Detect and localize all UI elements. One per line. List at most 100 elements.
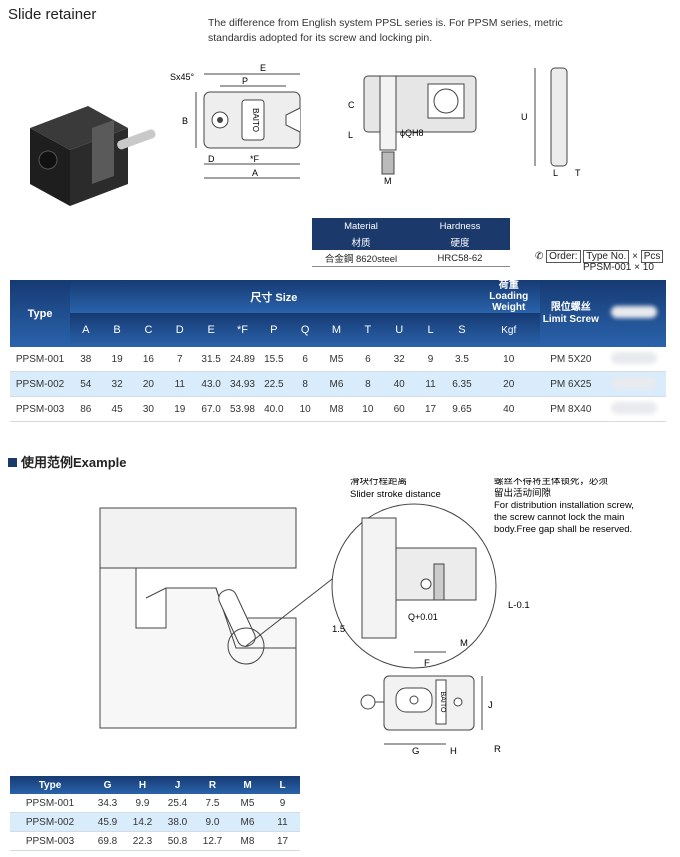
value-cell: 43.0	[195, 371, 227, 397]
example-col-6: L	[265, 776, 300, 794]
type-cell: PPSM-001	[10, 347, 71, 372]
brand-mark-2: BAITO	[439, 692, 446, 713]
example-cell: 25.4	[160, 794, 195, 813]
example-col-4: R	[195, 776, 230, 794]
dim-B: B	[182, 116, 188, 126]
example-col-1: G	[90, 776, 125, 794]
size-header: 尺寸 Size	[70, 280, 478, 313]
example-section-title: 使用范例Example	[8, 452, 126, 471]
dim-A: A	[252, 168, 258, 178]
example-cell: M8	[230, 831, 265, 851]
value-cell: M6	[320, 371, 353, 397]
value-cell: 6	[352, 347, 384, 372]
dim-M2: M	[460, 638, 468, 649]
value-cell: 16	[132, 347, 165, 372]
weight-unit: Kgf	[477, 313, 540, 347]
example-cell: 12.7	[195, 831, 230, 851]
value-cell: 32	[383, 347, 415, 372]
stroke-note-cn: 滑块行程距离	[350, 478, 407, 487]
example-cell: 9	[265, 794, 300, 813]
dim-E: E	[260, 63, 266, 73]
value-cell: 19	[164, 396, 196, 422]
dim-L2: L	[553, 168, 558, 178]
value-cell: 86	[70, 396, 102, 422]
phone-icon: ✆	[535, 251, 544, 262]
side-view-drawing: C L ϕQH8 M	[348, 75, 477, 186]
value-cell: 54	[70, 371, 102, 397]
value-cell: 10	[289, 396, 321, 422]
example-cell: 14.2	[125, 812, 160, 832]
product-photo	[30, 106, 156, 206]
value-cell: 67.0	[195, 396, 227, 422]
value-cell: 32	[101, 371, 133, 397]
blurred-header	[601, 280, 666, 347]
material-table: Material Hardness 材质 硬度 合金鋼 8620steel HR…	[312, 218, 510, 267]
order-example: PPSM-001 × 10	[583, 262, 654, 273]
size-col-12: S	[446, 313, 478, 347]
section-bullet-icon	[8, 458, 17, 467]
value-cell: M5	[320, 347, 353, 372]
material-header-cn: 材质	[312, 234, 410, 250]
example-cell: M6	[230, 812, 265, 832]
value-cell: 30	[132, 396, 165, 422]
example-cell: 50.8	[160, 831, 195, 851]
blurred-cell	[601, 371, 666, 397]
value-cell: M8	[320, 396, 353, 422]
end-view-drawing: U L T	[521, 67, 581, 178]
material-header: Material	[312, 218, 410, 234]
value-cell: 53.98	[226, 396, 259, 422]
dim-H: H	[450, 746, 457, 757]
value-cell: 9.65	[446, 396, 478, 422]
value-cell: 45	[101, 396, 133, 422]
example-col-0: Type	[10, 776, 90, 794]
weight-cell: 40	[477, 396, 540, 422]
value-cell: 6	[289, 347, 321, 372]
example-drawing: 滑块行程距离 Slider stroke distance 螺丝不得将主体锁死，…	[99, 478, 634, 757]
value-cell: 11	[164, 371, 196, 397]
screw-cell: PM 6X25	[539, 371, 602, 397]
example-cell: 69.8	[90, 831, 125, 851]
value-cell: 19	[101, 347, 133, 372]
dim-F2: F	[424, 658, 430, 669]
hardness-value: HRC58-62	[410, 250, 510, 267]
example-cell: 9.9	[125, 794, 160, 813]
weight-cell: 10	[477, 347, 540, 372]
order-multiply: ×	[632, 251, 638, 262]
size-col-6: P	[258, 313, 290, 347]
dim-M: M	[384, 176, 392, 186]
value-cell: 31.5	[195, 347, 227, 372]
dim-L: L	[348, 130, 353, 140]
material-value: 合金鋼 8620steel	[312, 250, 410, 267]
pcs-box: Pcs	[640, 250, 664, 263]
value-cell: 3.5	[446, 347, 478, 372]
size-col-5: *F	[226, 313, 259, 347]
size-col-9: T	[352, 313, 384, 347]
type-cell: PPSM-003	[10, 396, 71, 422]
size-col-1: B	[101, 313, 133, 347]
value-cell: 9	[414, 347, 447, 372]
type-header: Type	[10, 280, 71, 347]
dim-G: G	[412, 746, 419, 757]
example-col-3: J	[160, 776, 195, 794]
dim-U: U	[521, 112, 528, 122]
dim-S: Sx45°	[170, 72, 195, 82]
value-cell: 24.89	[226, 347, 259, 372]
example-cell: 17	[265, 831, 300, 851]
dim-T: T	[575, 168, 581, 178]
screw-cell: PM 5X20	[539, 347, 602, 372]
size-col-7: Q	[289, 313, 321, 347]
value-cell: 8	[289, 371, 321, 397]
value-cell: 10	[352, 396, 384, 422]
blurred-cell	[601, 347, 666, 372]
value-cell: 15.5	[258, 347, 290, 372]
screw-note-cn-2: 留出活动间隙	[494, 487, 552, 499]
value-cell: 7	[164, 347, 196, 372]
weight-cell: 20	[477, 371, 540, 397]
